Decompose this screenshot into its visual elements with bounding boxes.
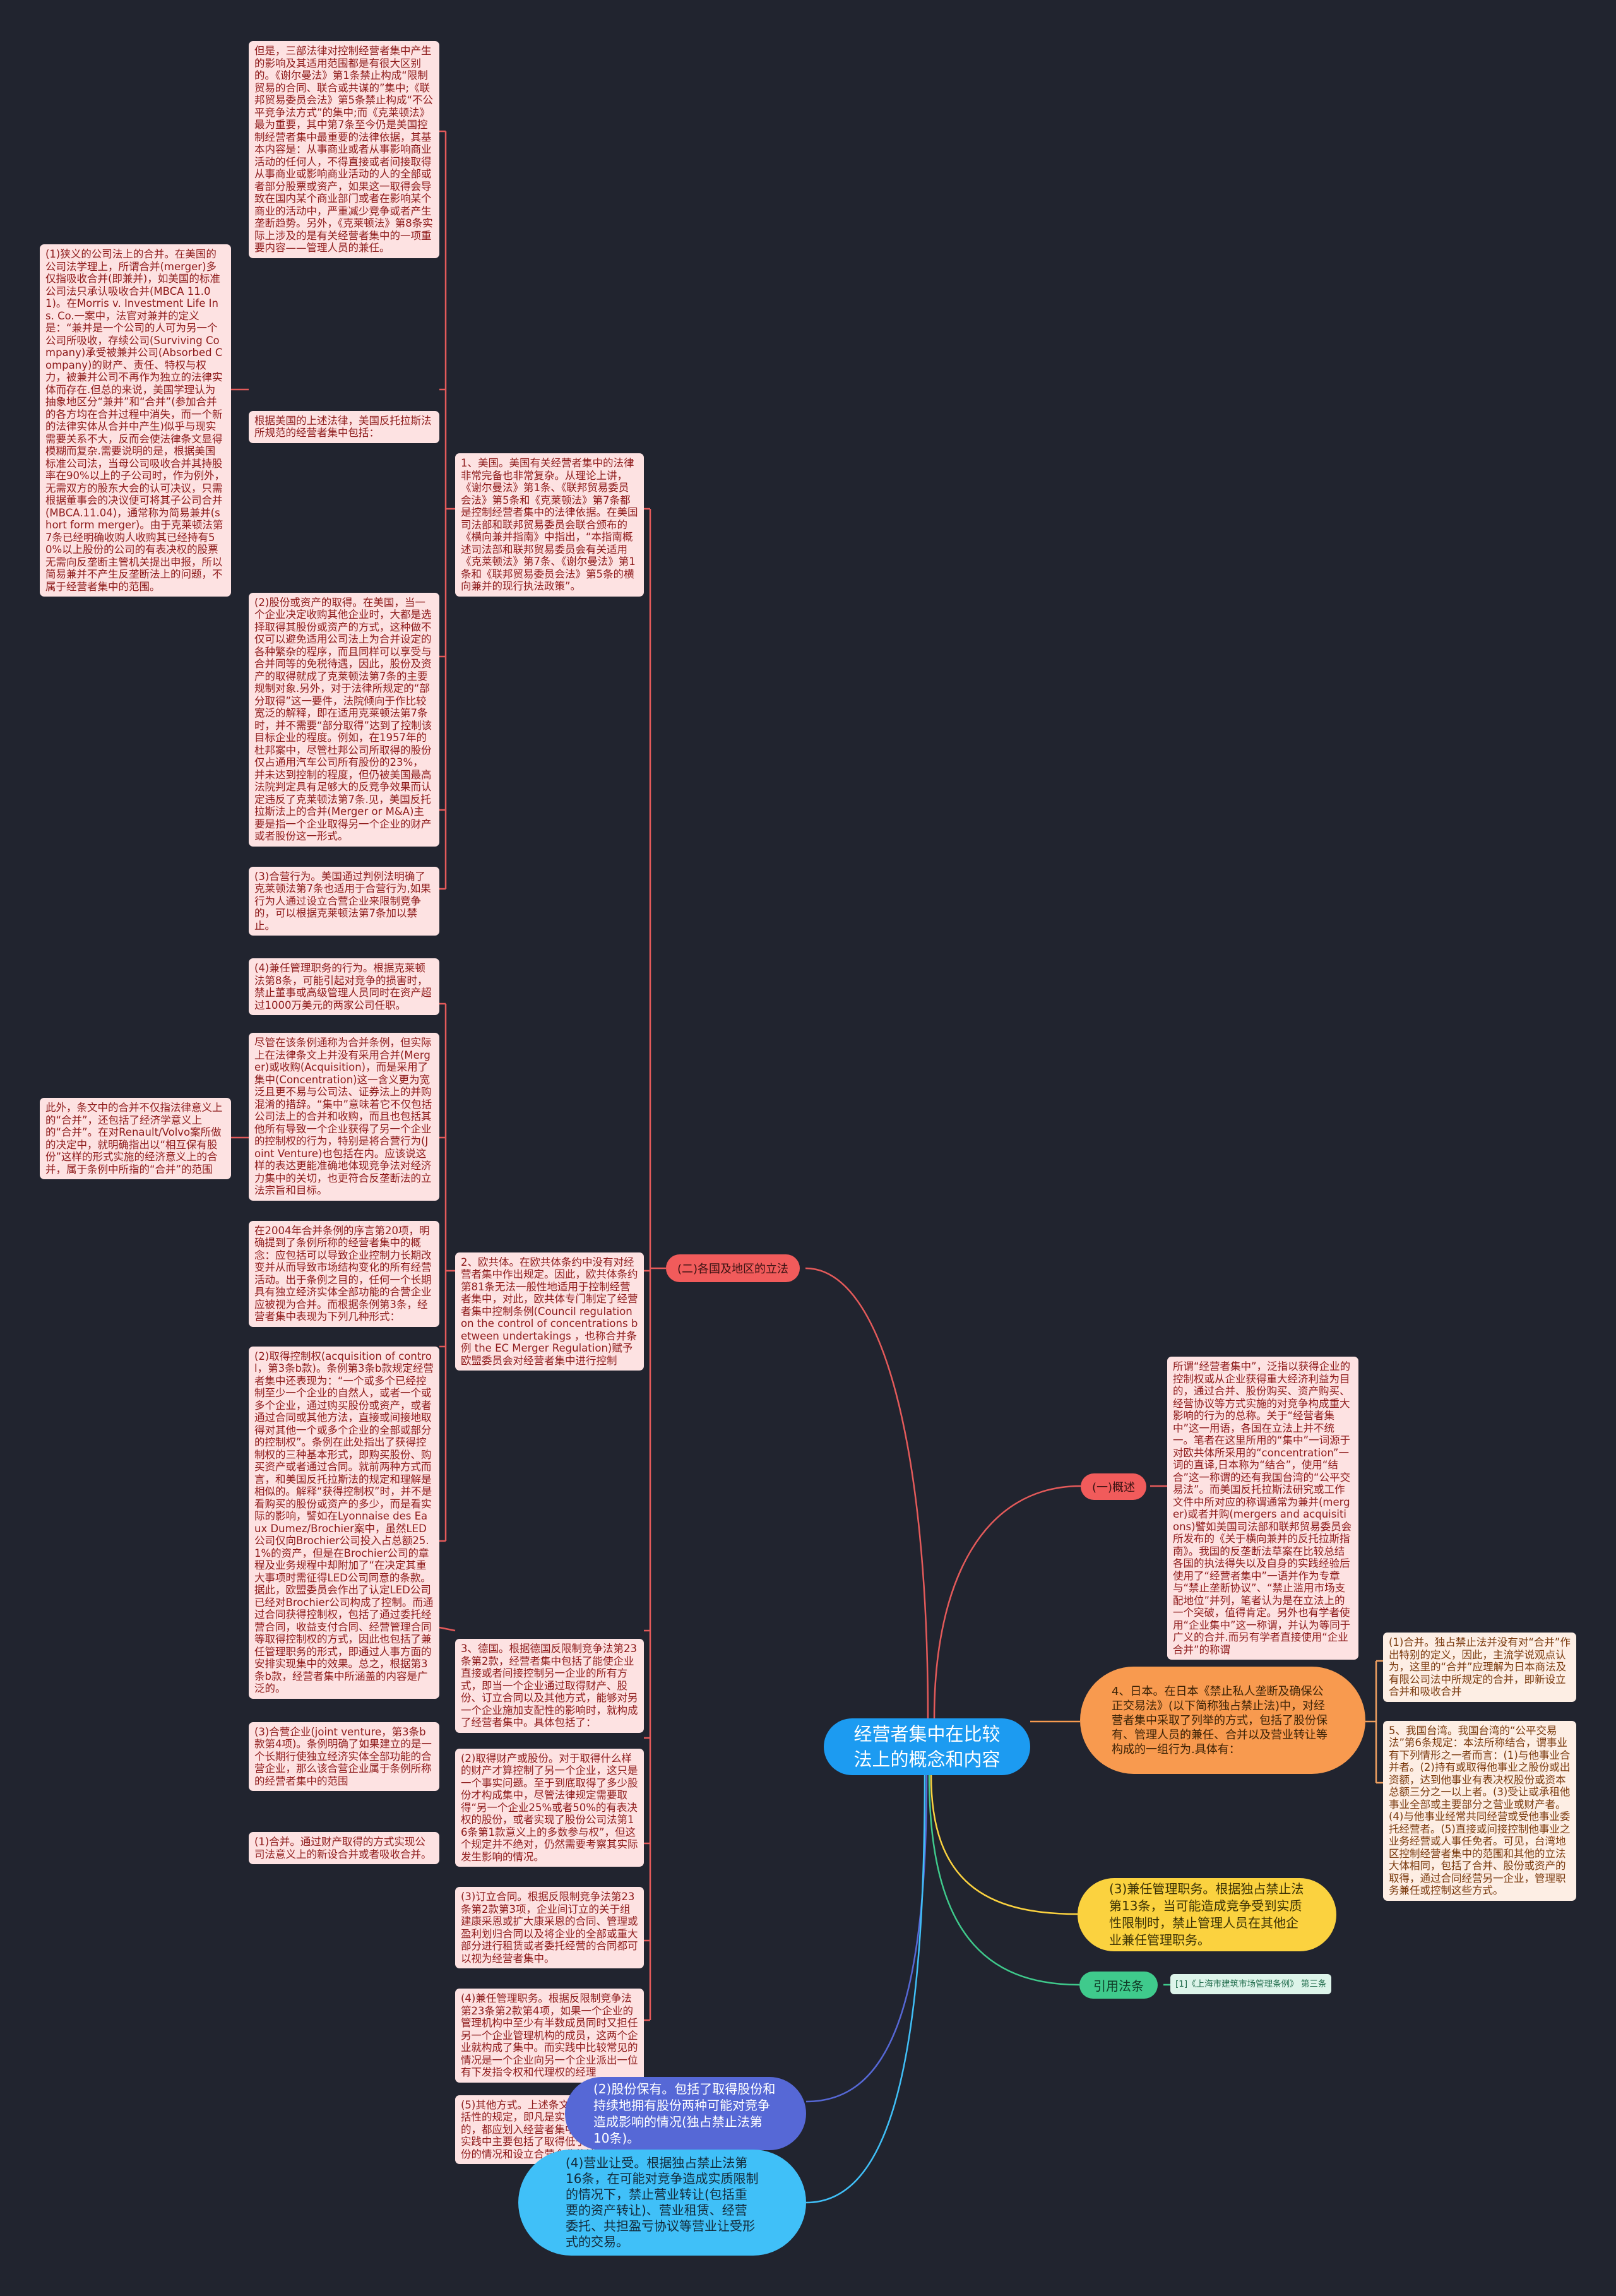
branch-japan-concurrent-posts[interactable]: (3)兼任管理职务。根据独占禁止法第13条，当可能造成竞争受到实质性限制时，禁止… [1078, 1878, 1336, 1951]
column-left-notes: (1)狭义的公司法上的合并。在美国的公司法学理上，所谓合并(merger)多仅指… [40, 0, 231, 1179]
eu-heading-node: 2、欧共体。在欧共体条约中没有对经营者集中作出规定。因此，欧共体条约第81条无法… [455, 1252, 644, 1371]
eu-besides-note: 此外，条文中的合并不仅指法律意义上的“合并”，还包括了经济学意义上的“合并”。在… [40, 1098, 231, 1179]
us-interlock-note: (4)兼任管理职务的行为。根据克莱顿法第8条，可能引起对竞争的损害时，禁止董事或… [249, 958, 439, 1015]
column-country-nodes: 1、美国。美国有关经营者集中的法律非常完备也非常复杂。从理论上讲，《谢尔曼法》第… [455, 0, 644, 2164]
us-jv-note: (3)合营行为。美国通过判例法明确了克莱顿法第7条也适用于合营行为,如果行为人通… [249, 866, 439, 936]
branch-legislation[interactable]: (二)各国及地区的立法 [666, 1254, 800, 1282]
japan-merger-note: (1)合并。独占禁止法并没有对“合并”作出特别的定义，因此，主流学说观点认为，这… [1383, 1633, 1576, 1702]
branch-japan-shareholding[interactable]: (2)股份保有。包括了取得股份和持续地拥有股份两种可能对竞争造成影响的情况(独占… [565, 2077, 806, 2150]
de-merger-note: (1)合并。通过财产取得的方式实现公司法意义上的新设合并或者吸收合并。 [249, 1832, 439, 1864]
eu-preamble-note: 在2004年合并条例的序言第20项，明确提到了条例所称的经营者集中的概念：应包括… [249, 1220, 439, 1327]
de-contract-note: (3)订立合同。根据反限制竞争法第23条第2款第3项，企业间订立的关于组建康采恩… [455, 1887, 644, 1968]
eu-jv-note: (3)合营企业(joint venture，第3条b款第4项)。条例明确了如果建… [249, 1722, 439, 1791]
central-topic[interactable]: 经营者集中在比较法上的概念和内容 [824, 1718, 1030, 1775]
column-middle-notes: 但是，三部法律对控制经营者集中产生的影响及其适用范围都是有很大区别的。《谢尔曼法… [249, 0, 439, 1864]
us-three-laws-note: 但是，三部法律对控制经营者集中产生的影响及其适用范围都是有很大区别的。《谢尔曼法… [249, 41, 439, 258]
de-heading-node: 3、德国。根据德国反限制竞争法第23条第2款，经营者集中包括了能使企业直接或者间… [455, 1639, 644, 1733]
de-interlock-note: (4)兼任管理职务。根据反限制竞争法第23条第2款第4项，如果一个企业的管理机构… [455, 1989, 644, 2083]
taiwan-note: 5、我国台湾。我国台湾的“公平交易法”第6条规定：本法所称结合，谓事业有下列情形… [1383, 1720, 1576, 1901]
overview-note: 所谓“经营者集中”，泛指以获得企业的控制权或从企业获得重大经济利益为目的，通过合… [1167, 1357, 1358, 1660]
branch-japan[interactable]: 4、日本。在日本《禁止私人垄断及确保公正交易法》(以下简称独占禁止法)中，对经营… [1080, 1667, 1365, 1774]
branch-overview[interactable]: (一)概述 [1081, 1473, 1147, 1500]
citation-reference[interactable]: [1]《上海市建筑市场管理条例》 第三条 [1170, 1974, 1332, 1994]
eu-despite-note: 尽管在该条例通称为合并条例，但实际上在法律条文上并没有采用合并(Merger)或… [249, 1033, 439, 1201]
branch-japan-business-transfer[interactable]: (4)营业让受。根据独占禁止法第16条，在可能对竞争造成实质限制的情况下，禁止营… [518, 2150, 806, 2256]
eu-control-note: (2)取得控制权(acquisition of control，第3条b款)。条… [249, 1346, 439, 1699]
us-scope-note: 根据美国的上述法律，美国反托拉斯法所规范的经营者集中包括： [249, 410, 439, 443]
branch-citation[interactable]: 引用法条 [1079, 1972, 1158, 1999]
column-japan-notes: (1)合并。独占禁止法并没有对“合并”作出特别的定义，因此，主流学说观点认为，这… [1383, 0, 1576, 1901]
us-heading-node: 1、美国。美国有关经营者集中的法律非常完备也非常复杂。从理论上讲，《谢尔曼法》第… [455, 453, 644, 597]
us-shares-note: (2)股份或资产的取得。在美国，当一个企业决定收购其他企业时，大都是选择取得其股… [249, 592, 439, 847]
de-assets-note: (2)取得财产或股份。对于取得什么样的财产才算控制了另一个企业，这只是一个事实问… [455, 1748, 644, 1867]
us-merger-note: (1)狭义的公司法上的合并。在美国的公司法学理上，所谓合并(merger)多仅指… [40, 244, 231, 597]
